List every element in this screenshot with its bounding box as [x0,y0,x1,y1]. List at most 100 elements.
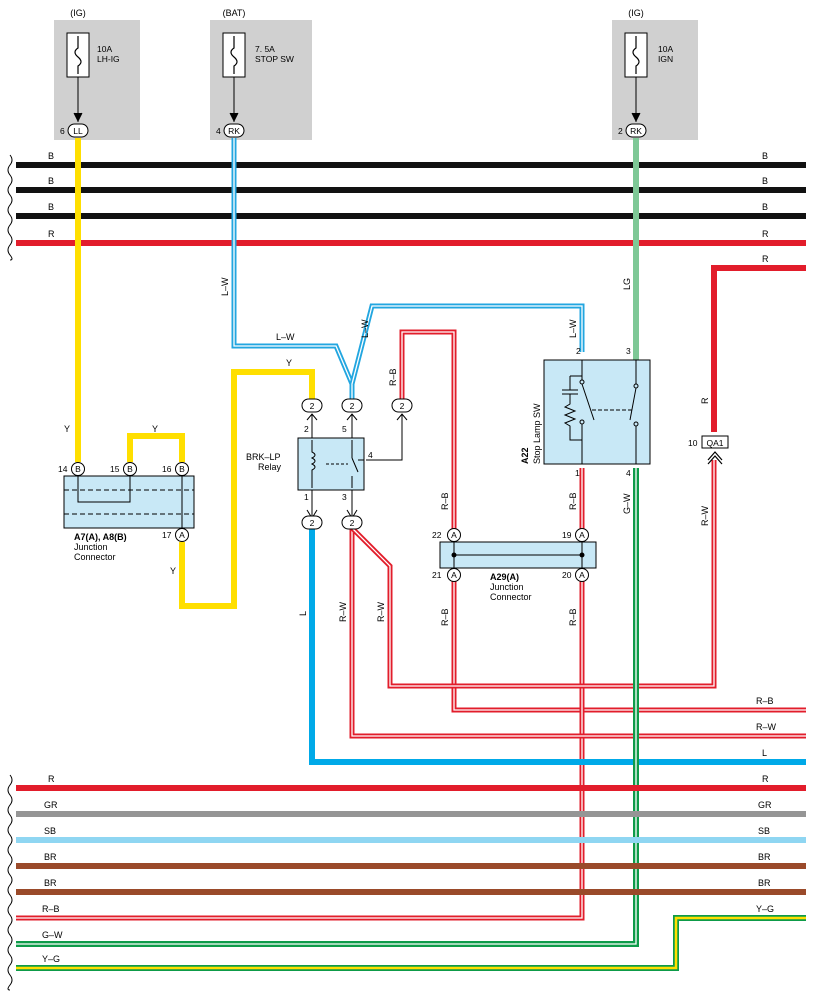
bus-wire-label: B [762,176,768,186]
wire-label: Y [170,566,176,576]
connector-label: 2 [310,518,315,528]
fuse-element-icon [230,36,238,74]
switch-pin: 3 [626,346,631,356]
pin-connector: B [127,464,133,474]
bus-wire-label: R [48,774,55,784]
fuse-rating: 10A [658,44,673,54]
bus-wire-label: BR [758,878,771,888]
wire-label: L–W [276,332,295,342]
bus-wire-label: GR [758,800,772,810]
top-bus: B B B R B B B R [7,151,806,261]
wire-label: R [700,397,710,404]
bus-wire-label: R [48,229,55,239]
relay-pin: 4 [368,450,373,460]
component-desc: Relay [258,462,282,472]
fuse-pin: 2 [618,126,623,136]
wire-l [309,528,806,765]
fuse-name: STOP SW [255,54,294,64]
connector-label: QA1 [706,438,723,448]
connector-label: 2 [310,401,315,411]
relay-pin: 1 [304,492,309,502]
pin-number: 17 [162,530,172,540]
relay-pin: 3 [342,492,347,502]
wire-label: Y [286,358,292,368]
component-desc: Connector [74,552,116,562]
relay-pin: 5 [342,424,347,434]
wire-label: R–B [568,608,578,626]
wire-yg [16,915,806,971]
wire-label: R–B [568,492,578,510]
connector [391,398,413,413]
wire-label: R [762,254,769,264]
wire-rb [16,329,806,921]
bus-wire-label: BR [44,852,57,862]
relay-pin: 2 [304,424,309,434]
connector-qa1: QA1 10 [688,435,729,465]
pin-connector: A [451,530,457,540]
pin-number: 19 [562,530,572,540]
bus-wire-label: BR [758,852,771,862]
bus-wire-label: R–B [42,904,60,914]
connector [341,515,363,530]
wire-label: L–W [568,319,578,338]
connector [301,398,323,413]
pin-number: 22 [432,530,442,540]
fuse-supply-label: (IG) [70,8,86,18]
wire-label: R–W [700,505,710,526]
bus-wire-label: SB [44,826,56,836]
pin-number: 14 [58,464,68,474]
fuse-pin: 4 [216,126,221,136]
fuse-supply-label: (IG) [628,8,644,18]
fuse-ign: (IG) 10A IGN 2 RK [612,8,698,140]
wire-label: Y [152,424,158,434]
bus-wire-label: B [48,202,54,212]
junction-connector-a7-a8: B 14 B 15 B 16 A 17 A7(A), A8(B) Junctio… [58,462,195,562]
component-code: A29(A) [490,572,519,582]
connector-label: 2 [350,518,355,528]
wire-label: L [762,748,767,758]
pin-number: 20 [562,570,572,580]
component-desc: Junction [74,542,108,552]
pin-connector: A [579,530,585,540]
component-code: A7(A), A8(B) [74,532,127,542]
wire-label: Y [64,424,70,434]
component-desc: Connector [490,592,532,602]
junction-connector-a29: A 22 A 19 A 21 A 20 A29(A) Junction Conn… [432,528,597,602]
pin-connector: A [451,570,457,580]
connector-pin: 10 [688,438,698,448]
pin-connector: B [179,464,185,474]
component-body [543,359,651,465]
component-code: A22 [520,447,530,464]
pin-number: 16 [162,464,172,474]
fuse-element-icon [74,36,82,74]
connector-label: 2 [350,401,355,411]
pin-number: 15 [110,464,120,474]
wire-r-feed [711,265,806,432]
wire-rw [349,460,806,739]
brk-lp-relay: 2 2 2 2 5 4 1 3 BRK–LP Relay 2 2 [246,398,413,530]
bus-wire-label: GR [44,800,58,810]
wire-label: R–W [338,601,348,622]
bus-wire-label: R [762,774,769,784]
switch-pin: 1 [575,468,580,478]
wire-label: L–W [360,319,370,338]
fuse-element-icon [632,36,640,74]
bus-wire-label: Y–G [756,904,774,914]
bus-wire-label: B [762,151,768,161]
fuse-name: IGN [658,54,673,64]
fuse-lh-ig: (IG) 10A LH-IG 6 LL [54,8,140,140]
bus-wire-label: BR [44,878,57,888]
bus-wire-label: B [48,151,54,161]
wire-label: G–W [622,493,632,514]
connector [341,398,363,413]
fuse-stop-sw: (BAT) 7. 5A STOP SW 4 RK [210,8,312,140]
connector-label: 2 [400,401,405,411]
pin-number: 21 [432,570,442,580]
pin-connector: B [75,464,81,474]
fuse-connector-label: LL [73,126,83,136]
wire-lw [231,138,585,400]
component-name: Stop Lamp SW [532,403,542,464]
fuse-rating: 7. 5A [255,44,275,54]
bus-wire-label: B [48,176,54,186]
